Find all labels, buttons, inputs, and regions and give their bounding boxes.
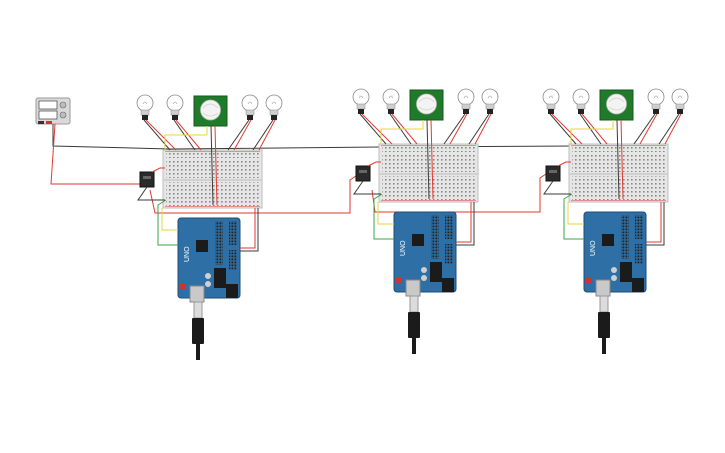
wire-yellow [377,202,394,225]
circuit-1[interactable]: UNO [136,94,283,360]
arduino-uno-board[interactable]: UNO [583,211,647,297]
light-bulb-icon[interactable] [671,88,689,114]
arduino-logo: UNO [184,246,191,262]
wire-black [137,186,165,201]
wire-black [227,119,250,151]
wire-red [646,202,662,243]
relay-icon[interactable] [545,165,561,182]
wire-red [214,125,218,206]
wire-black [646,202,665,246]
usb-cable[interactable] [598,295,610,354]
wire-red-main [50,123,140,185]
light-bulb-icon[interactable] [647,88,665,114]
wire-red [620,119,624,200]
light-bulb-icon[interactable] [457,88,475,114]
wire-black [549,113,577,145]
wire-black [468,113,490,145]
pir-sensor-icon[interactable] [193,95,228,127]
usb-cable[interactable] [408,295,420,354]
arduino-logo: UNO [400,240,407,256]
wire-yellow [380,120,424,144]
arduino-uno-board[interactable]: UNO [393,211,457,297]
wire-black [443,113,466,145]
arduino-logo: UNO [590,240,597,256]
wire-red [151,167,165,173]
wire-red [557,161,571,167]
light-bulb-icon[interactable] [241,94,259,120]
light-bulb-icon[interactable] [166,94,184,120]
wire-red [145,119,177,151]
wire-black [353,180,381,195]
wire-green [563,193,584,240]
relay-icon[interactable] [139,171,155,188]
wire-yellow [567,202,584,225]
light-bulb-icon[interactable] [481,88,499,114]
power-supply[interactable] [35,97,71,125]
wire-red [258,119,276,151]
light-bulb-icon[interactable] [572,88,590,114]
wire-red [449,113,468,145]
wire-black [252,119,274,151]
pir-sensor-icon[interactable] [599,89,634,121]
wire-yellow [164,126,208,150]
wire-black [143,119,171,151]
relay-icon[interactable] [355,165,371,182]
shared-wires [50,123,576,214]
wire-black-main [52,124,576,150]
arduino-uno-board[interactable]: UNO [177,217,241,303]
wire-red [551,113,583,145]
circuit-2[interactable]: UNO [352,88,499,354]
wire-black [426,119,430,200]
wire-red [430,119,434,200]
wire-black [633,113,656,145]
wire-red [233,119,252,151]
circuit-3[interactable]: UNO [542,88,689,354]
wire-green [373,193,394,240]
wire-red [367,161,381,167]
wire-black [240,208,259,252]
wire-yellow [570,120,614,144]
wire-yellow [161,208,178,231]
light-bulb-icon[interactable] [542,88,560,114]
wire-black [210,125,214,206]
wire-black [359,113,387,145]
pir-sensor-icon[interactable] [409,89,444,121]
light-bulb-icon[interactable] [136,94,154,120]
light-bulb-icon[interactable] [382,88,400,114]
wire-red [639,113,658,145]
wire-black [616,119,620,200]
light-bulb-icon[interactable] [352,88,370,114]
wire-red-bus-1 [149,175,357,214]
wire-red [361,113,393,145]
wire-red [664,113,682,145]
wire-black [456,202,475,246]
light-bulb-icon[interactable] [265,94,283,120]
usb-cable[interactable] [192,301,204,360]
wire-red [456,202,472,243]
wire-red [474,113,492,145]
wire-red [240,208,256,249]
wire-green [157,199,178,246]
wire-black [543,180,571,195]
wire-black [658,113,680,145]
